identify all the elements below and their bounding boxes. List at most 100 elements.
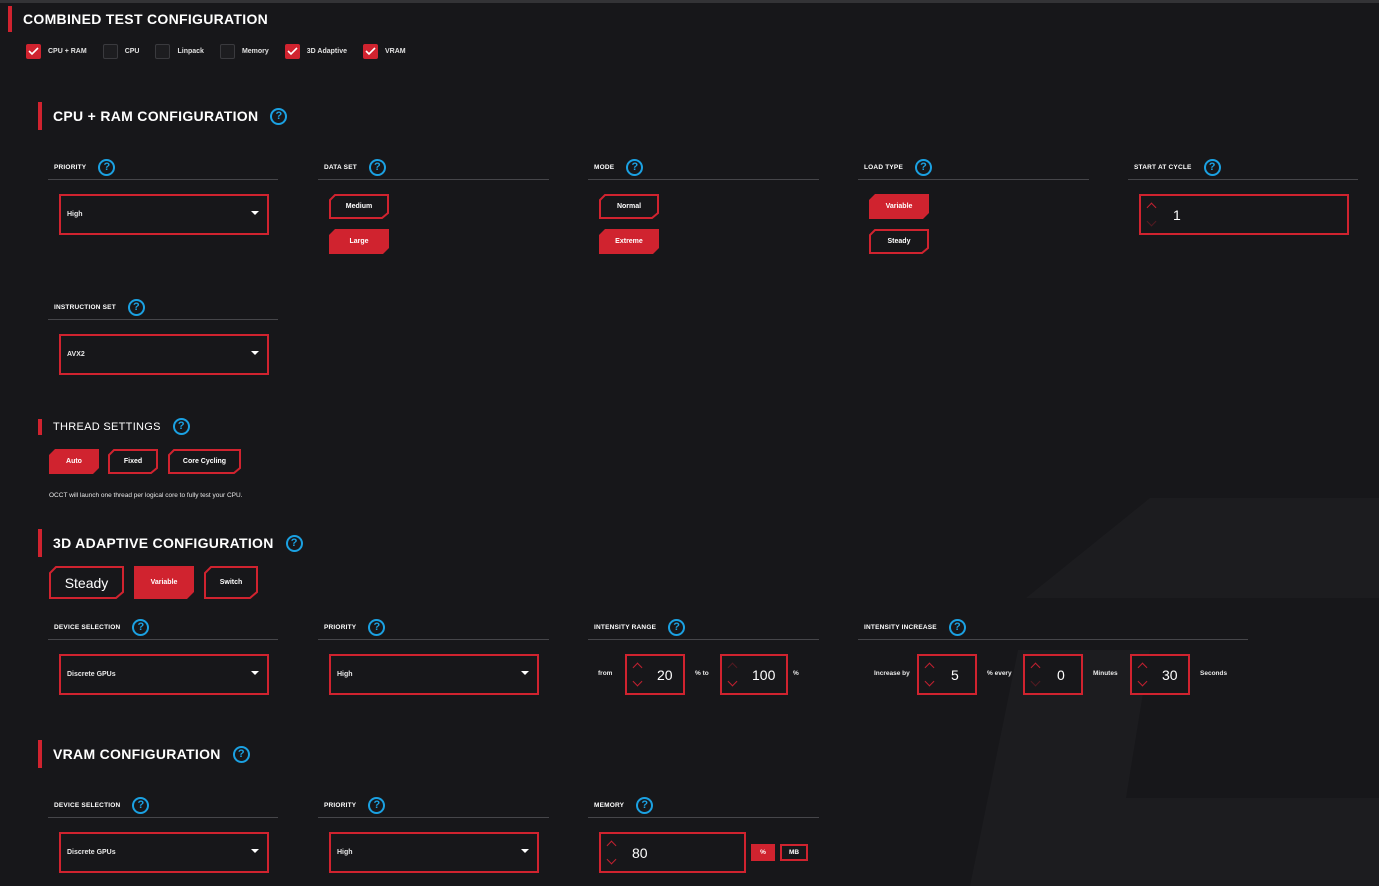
dropdown-arrow-icon	[251, 210, 259, 215]
start-at-cycle-field: START AT CYCLE?	[1128, 156, 1358, 180]
test-checkbox-cpu[interactable]: CPU	[102, 44, 139, 59]
field-label: MODE	[594, 164, 615, 171]
help-icon[interactable]: ?	[668, 619, 686, 636]
test-checkbox-cpu-ram[interactable]: CPU + RAM	[26, 44, 87, 59]
field-label: PRIORITY	[324, 802, 357, 809]
decrement-arrow-icon[interactable]	[1030, 676, 1041, 687]
thread-auto-button[interactable]: Auto	[49, 449, 99, 474]
cpu-ram-title: CPU + RAM CONFIGURATION	[53, 108, 259, 124]
increment-arrow-icon[interactable]	[1137, 662, 1148, 673]
button-label: Variable	[885, 203, 913, 210]
data-set-medium-button[interactable]: Medium	[329, 194, 389, 219]
instruction-set-dropdown[interactable]: AVX2	[59, 334, 269, 375]
help-icon[interactable]: ?	[368, 797, 386, 814]
field-label: START AT CYCLE	[1134, 164, 1192, 171]
checkbox[interactable]	[284, 44, 300, 59]
help-icon[interactable]: ?	[636, 797, 654, 814]
intensity-from-spinbox[interactable]: 20	[625, 654, 685, 695]
decrement-arrow-icon[interactable]	[606, 854, 617, 865]
decrement-arrow-icon[interactable]	[727, 676, 738, 687]
thread-core-cycling-button[interactable]: Core Cycling	[168, 449, 241, 474]
checkbox[interactable]	[102, 44, 118, 59]
intensity-to-spinbox[interactable]: 100	[720, 654, 788, 695]
help-icon[interactable]: ?	[368, 619, 386, 636]
help-icon[interactable]: ?	[232, 745, 250, 763]
button-label: Large	[349, 238, 369, 245]
increment-arrow-icon[interactable]	[1030, 662, 1041, 673]
help-icon[interactable]: ?	[270, 107, 288, 125]
help-icon[interactable]: ?	[98, 159, 116, 176]
thread-fixed-button[interactable]: Fixed	[108, 449, 158, 474]
test-checkbox-3d-adaptive[interactable]: 3D Adaptive	[284, 44, 347, 59]
mode-normal-button[interactable]: Normal	[599, 194, 659, 219]
help-icon[interactable]: ?	[127, 299, 145, 316]
help-icon[interactable]: ?	[285, 534, 303, 552]
button-label: Medium	[345, 203, 373, 210]
button-label: Switch	[219, 579, 243, 586]
field-label: DEVICE SELECTION	[54, 802, 121, 809]
adaptive-switch-button[interactable]: Switch	[204, 566, 258, 599]
seconds-spinbox[interactable]: 30	[1130, 654, 1190, 695]
field-label: DEVICE SELECTION	[54, 624, 121, 631]
decrement-arrow-icon[interactable]	[1146, 216, 1157, 227]
cpu-priority-dropdown[interactable]: High	[59, 194, 269, 235]
dropdown-value: High	[67, 211, 83, 218]
field-label: DATA SET	[324, 164, 357, 171]
adaptive-device-dropdown[interactable]: Discrete GPUs	[59, 654, 269, 695]
increment-arrow-icon[interactable]	[606, 840, 617, 851]
increment-arrow-icon[interactable]	[924, 662, 935, 673]
vram-device-dropdown[interactable]: Discrete GPUs	[59, 832, 269, 873]
load-type-variable-button[interactable]: Variable	[869, 194, 929, 219]
unit-percent-button[interactable]: %	[751, 844, 775, 861]
data-set-large-button[interactable]: Large	[329, 229, 389, 254]
button-label: Core Cycling	[182, 458, 227, 465]
vram-priority-dropdown[interactable]: High	[329, 832, 539, 873]
increment-arrow-icon[interactable]	[1146, 202, 1157, 213]
dropdown-arrow-icon	[521, 848, 529, 853]
spin-value: 0	[1057, 666, 1065, 683]
mode-extreme-button[interactable]: Extreme	[599, 229, 659, 254]
thread-settings-note: OCCT will launch one thread per logical …	[49, 492, 243, 499]
help-icon[interactable]: ?	[948, 619, 966, 636]
help-icon[interactable]: ?	[132, 797, 150, 814]
help-icon[interactable]: ?	[626, 159, 644, 176]
decrement-arrow-icon[interactable]	[924, 676, 935, 687]
button-label: Steady	[64, 574, 109, 591]
minutes-spinbox[interactable]: 0	[1023, 654, 1083, 695]
vram-memory-spinbox[interactable]: 80	[599, 832, 746, 873]
spin-value: 100	[752, 666, 776, 683]
help-icon[interactable]: ?	[1203, 159, 1221, 176]
adaptive-priority-field: PRIORITY?	[318, 616, 549, 640]
adaptive-steady-button[interactable]: Steady	[49, 566, 124, 599]
button-label: Fixed	[123, 458, 143, 465]
checkbox[interactable]	[219, 44, 235, 59]
test-checkbox-linpack[interactable]: Linpack	[155, 44, 204, 59]
vram-memory-field: MEMORY?	[588, 794, 819, 818]
decrement-arrow-icon[interactable]	[1137, 676, 1148, 687]
increment-arrow-icon[interactable]	[632, 662, 643, 673]
increment-arrow-icon[interactable]	[727, 662, 738, 673]
adaptive-priority-dropdown[interactable]: High	[329, 654, 539, 695]
thread-settings-header: THREAD SETTINGS ?	[38, 418, 190, 435]
button-label: Normal	[616, 203, 642, 210]
test-checkbox-vram[interactable]: VRAM	[362, 44, 406, 59]
spin-value: 1	[1173, 206, 1181, 223]
dropdown-arrow-icon	[521, 670, 529, 675]
cpu-priority-field: PRIORITY?	[48, 156, 278, 180]
load-type-steady-button[interactable]: Steady	[869, 229, 929, 254]
increase-by-spinbox[interactable]: 5	[917, 654, 977, 695]
help-icon[interactable]: ?	[172, 418, 190, 435]
decrement-arrow-icon[interactable]	[632, 676, 643, 687]
start-at-cycle-spinbox[interactable]: 1	[1139, 194, 1349, 235]
dropdown-arrow-icon	[251, 670, 259, 675]
adaptive-variable-button[interactable]: Variable	[134, 566, 194, 599]
instruction-set-field: INSTRUCTION SET?	[48, 296, 278, 320]
checkbox[interactable]	[362, 44, 378, 59]
test-checkbox-memory[interactable]: Memory	[219, 44, 269, 59]
help-icon[interactable]: ?	[368, 159, 386, 176]
help-icon[interactable]: ?	[132, 619, 150, 636]
checkbox[interactable]	[155, 44, 171, 59]
help-icon[interactable]: ?	[915, 159, 932, 176]
unit-mb-button[interactable]: MB	[780, 844, 808, 861]
checkbox[interactable]	[26, 44, 41, 59]
